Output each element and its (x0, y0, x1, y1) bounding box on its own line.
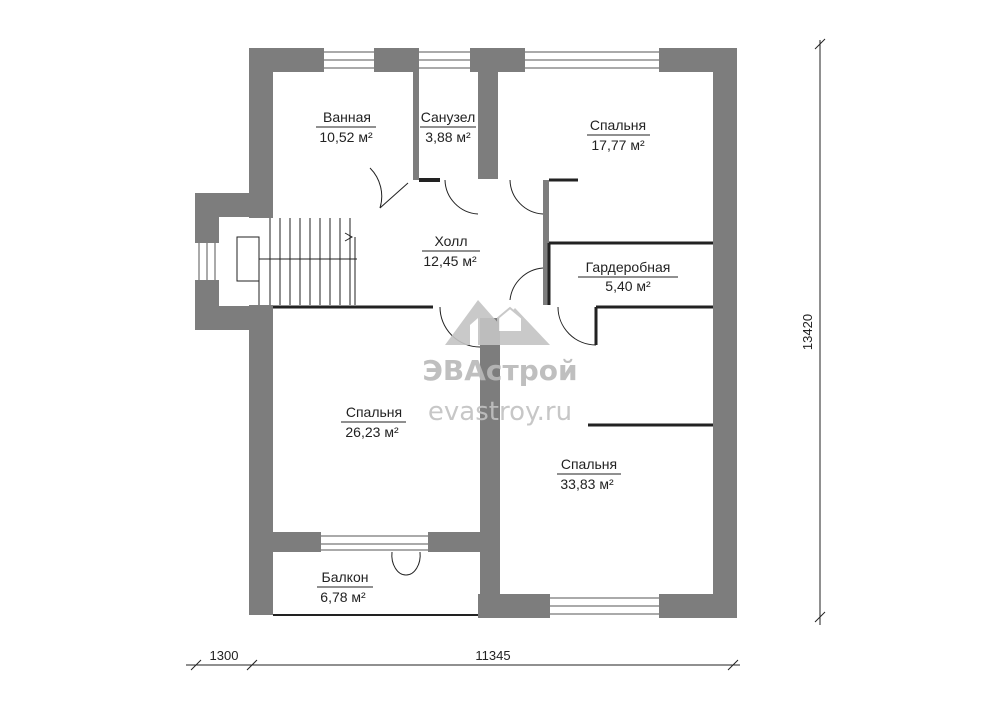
walls (195, 48, 737, 618)
room-label-bedroom-3: Спальня 33,83 м² (557, 456, 621, 492)
room-label-bedroom-2: Спальня 26,23 м² (341, 404, 406, 440)
room-name: Ванная (323, 109, 371, 125)
room-area: 3,88 м² (425, 129, 471, 145)
room-area: 10,52 м² (319, 129, 373, 145)
room-name: Гардеробная (586, 259, 671, 275)
room-label-hall: Холл 12,45 м² (422, 233, 480, 269)
room-name: Холл (435, 233, 468, 249)
watermark-logo-icon (445, 300, 550, 345)
room-name: Спальня (561, 456, 617, 472)
windows (198, 51, 659, 615)
room-area: 6,78 м² (320, 589, 366, 605)
dimension-right: 13420 (800, 314, 815, 350)
staircase (236, 218, 357, 305)
room-labels: Ванная 10,52 м² Санузел 3,88 м² Спальня … (316, 109, 678, 605)
dimension-bottom-left: 1300 (210, 648, 239, 663)
room-name: Санузел (421, 109, 476, 125)
room-label-balcony: Балкон 6,78 м² (317, 569, 373, 605)
room-label-bath: Ванная 10,52 м² (316, 109, 376, 145)
watermark-url: evastroy.ru (428, 397, 572, 427)
dimension-labels: 1300 11345 13420 (210, 314, 815, 663)
room-area: 12,45 м² (423, 253, 477, 269)
room-area: 17,77 м² (591, 137, 645, 153)
dimension-bottom-main: 11345 (475, 648, 510, 663)
doors (369, 167, 597, 576)
partitions (273, 70, 713, 616)
room-area: 5,40 м² (605, 278, 651, 294)
watermark: ЭВАстрой evastroy.ru (422, 300, 578, 427)
room-area: 33,83 м² (560, 476, 614, 492)
room-name: Спальня (590, 117, 646, 133)
room-name: Балкон (322, 569, 369, 585)
dimension-lines (186, 38, 826, 671)
room-name: Спальня (346, 404, 402, 420)
room-label-wardrobe: Гардеробная 5,40 м² (578, 259, 678, 294)
room-area: 26,23 м² (345, 424, 399, 440)
room-label-wc: Санузел 3,88 м² (420, 109, 476, 145)
room-label-bedroom-1: Спальня 17,77 м² (587, 117, 650, 153)
watermark-name: ЭВАстрой (422, 354, 577, 387)
